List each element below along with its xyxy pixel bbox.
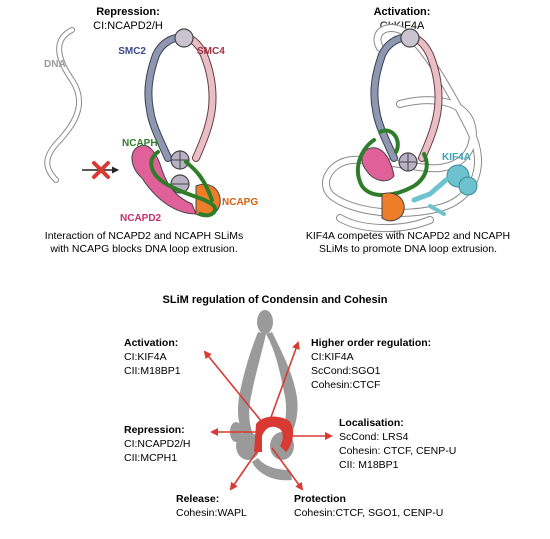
panel-repression: Repression: CI:NCAPD2/H DNA SMC2 SMC4 [44,6,258,255]
ncapg-label: NCAPG [222,197,258,208]
group-release-title: Release: [176,493,219,505]
kif4a-label: KIF4A [442,152,471,163]
group-activation-line-2: CII:M18BP1 [124,365,181,377]
group-localisation-title: Localisation: [339,417,404,429]
group-activation-title: Activation: [124,337,178,349]
group-protection-title: Protection [294,493,346,505]
smc2-label: SMC2 [118,46,146,57]
ncaph-label: NCAPH [122,138,158,149]
group-localisation-line-2: Cohesin: CTCF, CENP-U [339,445,456,457]
group-localisation-line-1: ScCond: LRS4 [339,431,409,443]
group-higher-order-line-2: ScCond:SGO1 [311,365,381,377]
group-protection-line-1: Cohesin:CTCF, SGO1, CENP-U [294,507,443,519]
repression-caption-line-1: Interaction of NCAPD2 and NCAPH SLiMs [45,230,243,242]
group-release-line-1: Cohesin:WAPL [176,507,247,519]
slim-core [254,416,294,452]
activation-title: Activation: [374,6,431,18]
panel-slim-regulation: SLiM regulation of Condensin and Cohesin… [124,294,456,519]
repression-caption-line-2: with NCAPG blocks DNA loop extrusion. [49,243,237,255]
kif4a-motor [411,164,478,216]
dna-strand [44,27,83,183]
repression-subtitle: CI:NCAPD2/H [93,20,163,32]
arrow-release [229,449,259,491]
arrow-higher-order [269,341,300,421]
group-higher-order-line-3: Cohesin:CTCF [311,379,380,391]
ncaph-subunit [149,150,217,218]
panel-activation: Activation: CI:KIF4A KIF4A KIF4A compete… [306,6,510,255]
grey-complex [230,310,298,481]
repression-title: Repression: [96,6,160,18]
dna-label: DNA [44,59,66,70]
activation-caption-line-1: KIF4A competes with NCAPD2 and NCAPH [306,230,510,242]
block-cross-icon [92,161,110,179]
group-activation-line-1: CI:KIF4A [124,351,167,363]
smc-hinge [174,28,194,48]
group-higher-order-title: Higher order regulation: [311,337,431,349]
group-localisation-line-3: CII: M18BP1 [339,459,399,471]
group-repression-title: Repression: [124,424,185,436]
activation-caption-line-2: SLiMs to promote DNA loop extrusion. [319,243,497,255]
arrow-protection [271,447,304,491]
ncapg-subunit-right [381,192,405,222]
group-repression-line-2: CII:MCPH1 [124,452,177,464]
ncapd2-label: NCAPD2 [120,213,162,224]
smc-hinge-right [400,28,420,48]
group-repression-line-1: CI:NCAPD2/H [124,438,191,450]
arrow-activation [203,350,263,423]
slim-regulation-title: SLiM regulation of Condensin and Cohesin [163,294,388,306]
group-higher-order-line-1: CI:KIF4A [311,351,354,363]
smc4-label: SMC4 [197,46,225,57]
regulation-arrows [203,341,333,491]
ncapd2-subunit [131,144,197,215]
